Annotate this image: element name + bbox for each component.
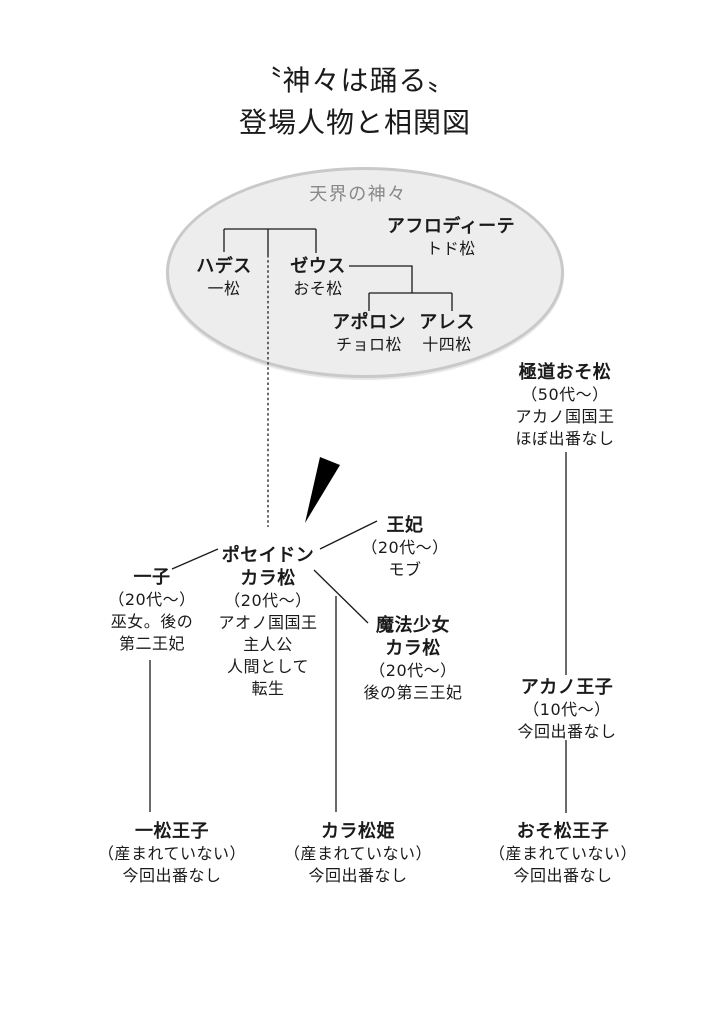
character-detail: 今回出番なし bbox=[308, 866, 408, 885]
heaven-member-ares: アレス 十四松 bbox=[419, 311, 475, 356]
character-detail: アオノ国国王 bbox=[218, 613, 318, 632]
character-card-akano-ouji: アカノ王子 （10代〜） 今回出番なし bbox=[517, 676, 616, 743]
character-name: アレス bbox=[419, 312, 475, 333]
character-name: アフロディーテ bbox=[386, 216, 516, 237]
line-poseidon-ouhi bbox=[319, 520, 378, 550]
character-detail: 巫女。後の bbox=[110, 612, 194, 631]
character-name: アポロン bbox=[332, 312, 406, 333]
character-detail: （20代〜） bbox=[369, 661, 457, 680]
character-card-poseidon-karamatsu: ポセイドン カラ松 （20代〜） アオノ国国王 主人公 人間として 転生 bbox=[218, 544, 317, 700]
character-detail: 今回出番なし bbox=[513, 866, 613, 885]
character-name: おそ松王子 bbox=[516, 821, 610, 842]
character-card-ichiko: 一子 （20代〜） 巫女。後の 第二王妃 bbox=[108, 566, 195, 655]
character-card-mahou-shoujo-karamatsu: 魔法少女 カラ松 （20代〜） 後の第三王妃 bbox=[363, 614, 462, 704]
character-card-osomatsu-ouji: おそ松王子 （産まれていない） 今回出番なし bbox=[489, 820, 637, 887]
character-detail: （20代〜） bbox=[108, 590, 196, 609]
character-actor: 一松 bbox=[207, 279, 241, 298]
heaven-gods-ellipse bbox=[166, 167, 564, 378]
title-line2: 登場人物と相関図 bbox=[238, 106, 471, 139]
line-sibling-bracket bbox=[223, 228, 317, 255]
character-detail: 後の第三王妃 bbox=[363, 683, 463, 702]
character-name: 極道おそ松 bbox=[518, 362, 612, 383]
character-name: 一松王子 bbox=[135, 821, 209, 842]
character-name: 一子 bbox=[133, 567, 171, 588]
character-name: アカノ王子 bbox=[520, 677, 614, 698]
character-name: 王妃 bbox=[386, 515, 424, 536]
heaven-member-zeus: ゼウス おそ松 bbox=[290, 255, 346, 300]
character-detail: （20代〜） bbox=[361, 538, 449, 557]
chart-title: 〝神々は踊る〟 登場人物と相関図 bbox=[0, 60, 710, 144]
character-card-gokudo-osomatsu: 極道おそ松 （50代〜） アカノ国国王 ほぼ出番なし bbox=[515, 361, 614, 450]
heaven-member-apollon: アポロン チョロ松 bbox=[332, 311, 406, 356]
character-detail: アカノ国国王 bbox=[515, 407, 615, 426]
character-card-ouhi: 王妃 （20代〜） モブ bbox=[361, 514, 448, 581]
character-name: ポセイドン bbox=[221, 545, 315, 566]
character-detail: （産まれていない） bbox=[97, 844, 247, 863]
character-detail: 今回出番なし bbox=[122, 866, 222, 885]
heaven-member-aphrodite: アフロディーテ トド松 bbox=[387, 215, 515, 260]
character-detail: （産まれていない） bbox=[488, 844, 638, 863]
heaven-member-hades: ハデス 一松 bbox=[196, 255, 252, 300]
character-detail: 主人公 bbox=[243, 635, 293, 654]
character-detail: （10代〜） bbox=[523, 700, 611, 719]
line-ichiko-poseidon bbox=[171, 548, 219, 570]
character-card-ichimatsu-ouji: 一松王子 （産まれていない） 今回出番なし bbox=[98, 820, 246, 887]
character-detail: （産まれていない） bbox=[283, 844, 433, 863]
character-name: カラ松 bbox=[385, 638, 441, 659]
character-actor: チョロ松 bbox=[335, 335, 402, 354]
pointer-wedge-icon bbox=[305, 457, 340, 523]
character-detail: 人間として bbox=[226, 657, 310, 676]
heaven-group-label: 天界の神々 bbox=[309, 184, 407, 205]
character-name: 魔法少女 bbox=[375, 615, 450, 636]
character-detail: 第二王妃 bbox=[118, 634, 185, 653]
character-name: カラ松 bbox=[240, 568, 296, 589]
character-actor: トド松 bbox=[426, 239, 476, 258]
character-actor: おそ松 bbox=[293, 279, 343, 298]
character-card-karamatsu-hime: カラ松姫 （産まれていない） 今回出番なし bbox=[284, 820, 432, 887]
character-detail: モブ bbox=[388, 560, 422, 579]
line-zeus-children bbox=[349, 265, 453, 311]
character-name: ハデス bbox=[196, 256, 252, 277]
character-detail: （20代〜） bbox=[224, 591, 312, 610]
character-name: カラ松姫 bbox=[321, 821, 395, 842]
character-detail: ほぼ出番なし bbox=[515, 429, 615, 448]
character-name: ゼウス bbox=[290, 256, 346, 277]
character-actor: 十四松 bbox=[422, 335, 472, 354]
character-detail: （50代〜） bbox=[521, 385, 609, 404]
title-line1: 〝神々は踊る〟 bbox=[253, 64, 457, 97]
character-detail: 今回出番なし bbox=[517, 722, 617, 741]
character-detail: 転生 bbox=[251, 679, 285, 698]
line-poseidon-mahoushoujo bbox=[313, 569, 369, 624]
